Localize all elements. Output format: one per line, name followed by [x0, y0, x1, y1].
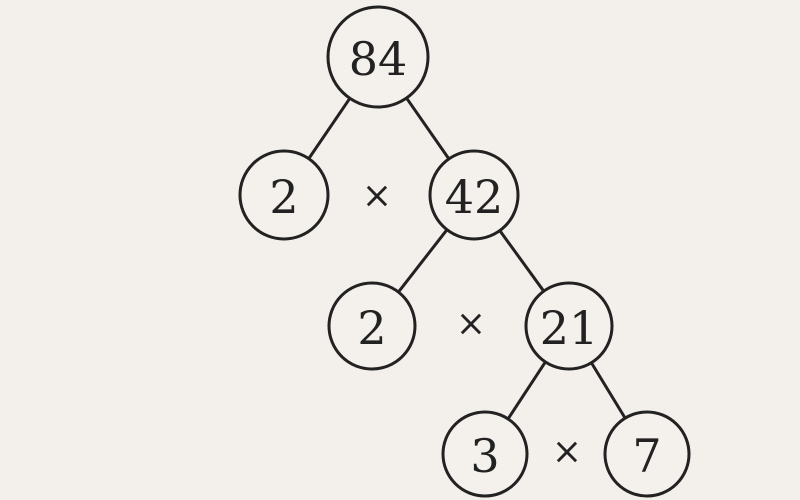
node-circle — [524, 281, 614, 371]
tree-edge — [307, 97, 352, 160]
tree-node-7: 7 — [603, 410, 691, 498]
tree-node-3: 3 — [441, 410, 529, 498]
tree-node-42: 42 — [428, 149, 520, 241]
tree-node-84: 84 — [326, 5, 430, 109]
tree-edge — [397, 228, 449, 293]
tree-edge — [498, 229, 545, 293]
node-label: 2 — [269, 170, 298, 224]
node-circle — [238, 149, 330, 241]
node-label: 2 — [357, 301, 386, 355]
node-label: 42 — [445, 170, 504, 224]
node-circle — [327, 281, 417, 371]
node-circle — [326, 5, 430, 109]
multiply-sign: × — [456, 304, 486, 345]
tree-edge — [590, 361, 627, 419]
node-label: 3 — [470, 429, 499, 483]
multiply-sign: × — [552, 432, 582, 473]
node-circle — [441, 410, 529, 498]
node-label: 21 — [540, 301, 599, 355]
tree-node-21: 21 — [524, 281, 614, 371]
tree-node-2: 2 — [238, 149, 330, 241]
multiply-sign: × — [362, 176, 392, 217]
node-label: 7 — [632, 429, 661, 483]
tree-edge — [506, 361, 547, 420]
node-label: 84 — [349, 32, 408, 86]
node-circle — [603, 410, 691, 498]
node-circle — [428, 149, 520, 241]
tree-node-2: 2 — [327, 281, 417, 371]
tree-edge — [405, 97, 451, 160]
